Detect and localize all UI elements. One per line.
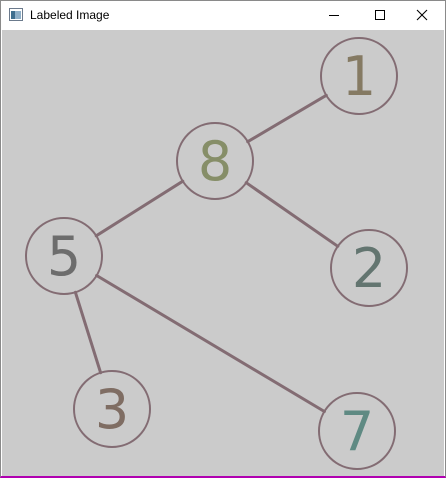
edges-layer (73, 93, 340, 413)
close-button[interactable] (399, 1, 445, 29)
node-2: 2 (330, 229, 408, 307)
close-icon (416, 9, 428, 21)
edge-5-3 (73, 290, 103, 375)
node-label: 2 (352, 237, 386, 300)
edge-8-5 (94, 179, 185, 238)
node-label: 5 (47, 225, 81, 288)
node-label: 1 (342, 45, 376, 108)
node-label: 8 (198, 130, 232, 193)
node-1: 1 (320, 37, 398, 115)
minimize-icon (329, 15, 339, 16)
node-3: 3 (73, 370, 151, 448)
node-circle (320, 37, 398, 115)
maximize-button[interactable] (357, 1, 403, 29)
edge-5-7 (95, 274, 326, 413)
node-circle (318, 392, 396, 470)
node-5: 5 (25, 217, 103, 295)
node-7: 7 (318, 392, 396, 470)
title-bar[interactable]: Labeled Image (1, 1, 445, 29)
opencv-window-icon (9, 8, 23, 21)
node-circle (176, 122, 254, 200)
window-title: Labeled Image (30, 8, 110, 22)
node-circle (73, 370, 151, 448)
nodes-layer: 1 8 5 2 3 7 (25, 37, 408, 470)
maximize-icon (375, 10, 385, 20)
edge-8-2 (244, 181, 340, 248)
node-circle (330, 229, 408, 307)
image-canvas: 1 8 5 2 3 7 (2, 30, 444, 476)
edge-8-1 (246, 93, 328, 144)
node-label: 7 (340, 400, 374, 463)
node-circle (25, 217, 103, 295)
graph-image: 1 8 5 2 3 7 (2, 30, 444, 476)
minimize-button[interactable] (311, 1, 357, 29)
node-8: 8 (176, 122, 254, 200)
node-label: 3 (95, 378, 129, 441)
